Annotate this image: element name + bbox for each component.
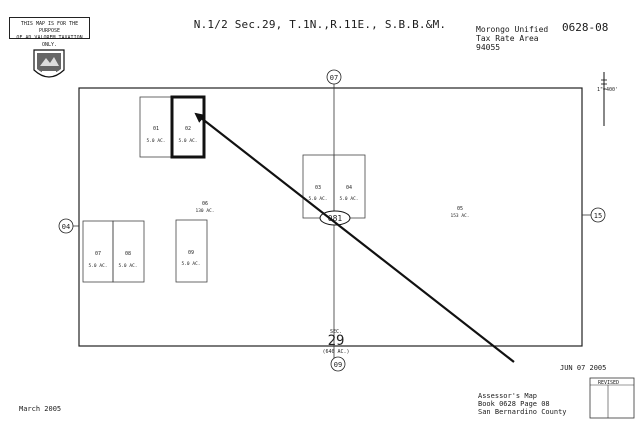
assessor-block: Assessor's Map Book 0628 Page 08 San Ber…: [478, 392, 567, 416]
county-seal-icon: [33, 49, 65, 78]
tax-info: Morongo Unified Tax Rate Area 94055: [476, 25, 548, 52]
parcel-01-number: 01: [153, 126, 159, 132]
pointer-arrow: [194, 112, 515, 363]
parcel-07-acres: 5.0 AC.: [89, 263, 108, 269]
book-page-number: 0628-08: [562, 21, 609, 34]
disclaimer-box: THIS MAP IS FOR THE PURPOSE OF AD VALORE…: [9, 17, 90, 48]
adjoining-top-label: 07: [330, 74, 338, 82]
adjoining-right-circle: [590, 207, 606, 223]
parcel-02-number: 02: [185, 126, 191, 132]
tax-rate-area-label: Tax Rate Area: [476, 34, 539, 43]
received-stamp: JUN 07 2005: [560, 364, 607, 372]
section-boundary: [78, 87, 583, 347]
map-date: March 2005: [19, 405, 62, 413]
parcel-04-acres: 5.0 AC.: [340, 196, 359, 202]
parcel-08[interactable]: [112, 220, 145, 283]
parcel-05-number: 05: [457, 206, 463, 212]
parcel-02-acres: 5.0 AC.: [179, 138, 198, 144]
tax-rate-area-code: 94055: [476, 43, 501, 52]
parcel-06-acres: 130 AC.: [196, 208, 215, 214]
parcel-03-acres: 5.0 AC.: [309, 196, 328, 202]
section-number: 29: [328, 333, 345, 349]
block-oval: [319, 210, 351, 226]
parcel-02-highlighted[interactable]: [170, 95, 206, 159]
adjoining-right-label: 15: [594, 212, 602, 220]
parcel-05-acres: 153 AC.: [451, 213, 470, 219]
map-title: N.1/2 Sec.29, T.1N.,R.11E., S.B.B.&M.: [193, 18, 447, 31]
disclaimer-line-1: THIS MAP IS FOR THE PURPOSE: [20, 21, 79, 34]
block-number: 081: [328, 214, 343, 223]
adjoining-left-circle: [58, 218, 74, 234]
assessor-line-2: Book 0628 Page 08: [478, 400, 550, 408]
parcel-07-number: 07: [95, 251, 101, 257]
revised-box: [589, 377, 635, 419]
adjoining-bottom-circle: [330, 356, 346, 372]
adjoining-left-label: 04: [62, 223, 70, 231]
parcel-09[interactable]: [175, 219, 208, 283]
school-district: Morongo Unified: [476, 25, 549, 34]
revised-label: REVISED: [598, 380, 620, 386]
parcel-06-number: 06: [202, 201, 208, 207]
disclaimer-line-2: OF AD VALOREM TAXATION ONLY.: [16, 35, 83, 48]
north-arrow-icon: [601, 72, 607, 126]
assessor-line-1: Assessor's Map: [478, 392, 538, 400]
parcel-09-number: 09: [188, 250, 194, 256]
parcel-08-acres: 5.0 AC.: [119, 263, 138, 269]
scale-label: 1"=400': [597, 87, 619, 93]
adjoining-top-circle: [326, 69, 342, 85]
parcel-04-number: 04: [346, 185, 352, 191]
parcel-01-acres: 5.0 AC.: [147, 138, 166, 144]
parcel-08-number: 08: [125, 251, 131, 257]
section-acres: (640 AC.): [322, 349, 349, 355]
adjoining-bottom-label: 09: [334, 361, 342, 369]
parcel-03-number: 03: [315, 185, 321, 191]
section-prefix: SEC.: [330, 329, 342, 335]
parcel-09-acres: 5.0 AC.: [182, 261, 201, 267]
assessor-line-3: San Bernardino County: [478, 408, 567, 416]
